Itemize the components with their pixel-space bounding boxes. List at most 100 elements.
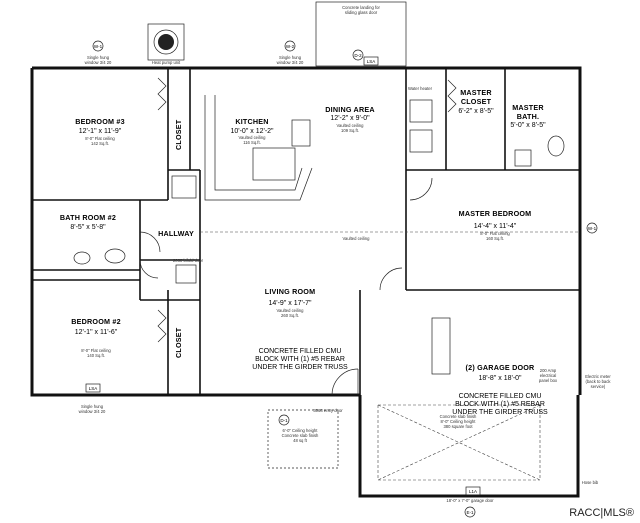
dining-ceiling: Vaulted ceiling <box>337 123 365 128</box>
electric-panel-3: panel box <box>539 378 558 383</box>
living-area: 260 Sq.ft. <box>281 313 299 318</box>
kitchen-ceiling: Vaulted ceiling <box>239 135 267 140</box>
concrete-landing: Concrete landing for sliding glass door <box>315 1 407 67</box>
garage-slab-note-2: 8'-0" Ceiling height <box>441 419 477 424</box>
window-note-left-2: window 3/4 20 <box>85 60 112 65</box>
tag-w2: W-2 <box>286 44 295 49</box>
porch-note-3: 48 sq ft <box>293 438 308 443</box>
exterior-walls <box>30 66 582 498</box>
cmu1-line2: BLOCK WITH (1) #5 REBAR <box>255 356 345 363</box>
mbedroom-dims: 14'-4" x 11'-4" <box>474 223 517 230</box>
garage-door-dimension: 18'-0" x 7'-0" garage door <box>446 498 494 503</box>
kitchen-name: KITCHEN <box>235 117 268 126</box>
closet-top-name: CLOSET <box>174 119 183 150</box>
water-heater-note: Water heater <box>408 86 433 91</box>
mbedroom-ceiling: 8'-0" Flat ceiling <box>480 231 510 236</box>
meter-note-1: Electric meter <box>585 374 611 379</box>
electric-panel-2: electrical <box>540 373 557 378</box>
tag-d1: D-1 <box>280 418 288 423</box>
dining-area: 109 Sq.ft. <box>341 128 359 133</box>
mcloset-name-2: CLOSET <box>461 97 492 106</box>
mls-watermark: RACC|MLS® <box>569 507 634 519</box>
cmu1-line1: CONCRETE FILLED CMU <box>259 348 342 355</box>
window-note-mid-1: Single hung <box>279 55 302 60</box>
mbedroom-name: MASTER BEDROOM <box>459 209 532 218</box>
room-bedroom3: BEDROOM #3 12'-1" x 11'-9" 8'-0" Flat ce… <box>75 117 125 146</box>
section-tags: LSA LSA L1A W-1 W-2 D-2 D-1 W-1 E-1 <box>85 40 598 518</box>
landing-note-2: sliding glass door <box>345 10 378 15</box>
room-master-bath: MASTER BATH. 5'-0" x 8'-5" <box>510 103 546 129</box>
cmu2-line1: CONCRETE FILLED CMU <box>459 393 542 400</box>
bedroom2-ceiling: 8'-0" Flat ceiling <box>81 348 111 353</box>
fixtures <box>73 99 565 375</box>
bedroom3-name: BEDROOM #3 <box>75 117 125 126</box>
window-note-bot-2: window 3/4 20 <box>79 409 106 414</box>
bedroom2-name: BEDROOM #2 <box>71 317 121 326</box>
cmu2-line2: BLOCK WITH (1) #5 REBAR <box>455 401 545 408</box>
tag-w1-right: W-1 <box>588 226 597 231</box>
mcloset-dims: 6'-2" x 8'-5" <box>458 108 494 115</box>
room-dining: DINING AREA 12'-2" x 9'-0" Vaulted ceili… <box>325 105 374 133</box>
cmu2-line3: UNDER THE GIRDER TRUSS <box>452 409 548 416</box>
dashed-lines <box>200 231 580 481</box>
living-ceiling: Vaulted ceiling <box>277 308 305 313</box>
room-garage: (2) GARAGE DOOR 18'-8" x 18'-0" <box>466 363 535 382</box>
closet-bottom-name: CLOSET <box>174 327 183 358</box>
hose-bib-note: Hose bib <box>582 480 599 485</box>
porch-note-2: Concrete slab finish <box>282 433 319 438</box>
tag-lsa-top: LSA <box>367 59 376 64</box>
bedroom2-area: 140 Sq.ft. <box>87 353 105 358</box>
porch-note-1: 6'-0" Ceiling height <box>283 428 319 433</box>
room-hallway: HALLWAY <box>158 229 194 238</box>
room-closets: CLOSET CLOSET <box>174 119 183 358</box>
bath2-name: BATH ROOM #2 <box>60 213 116 222</box>
room-bath2: BATH ROOM #2 8'-5" x 5'-8" <box>60 213 116 231</box>
bedroom3-dims: 12'-1" x 11'-9" <box>79 128 122 135</box>
dining-dims: 12'-2" x 9'-0" <box>330 115 370 122</box>
meter-note-2: (back to back <box>586 379 612 384</box>
closet-shelves <box>157 77 457 343</box>
garage-slab-note-1: Concrete slab finish <box>440 414 477 419</box>
heat-pump-label: Heat pump unit <box>152 60 181 65</box>
living-dims: 14'-9" x 17'-7" <box>268 300 312 307</box>
mbath-name-2: BATH. <box>517 112 539 121</box>
garage-dims: 18'-8" x 18'-0" <box>478 375 522 382</box>
cmu-note-garage: CONCRETE FILLED CMU BLOCK WITH (1) #5 RE… <box>452 393 548 416</box>
tag-w1-left: W-1 <box>94 44 103 49</box>
living-name: LIVING ROOM <box>265 287 316 296</box>
mbath-name-1: MASTER <box>512 103 544 112</box>
kitchen-area: 116 Sq.ft. <box>243 140 261 145</box>
kitchen-dims: 10'-0" x 12'-2" <box>230 128 274 135</box>
window-note-bot-1: Single hung <box>81 404 104 409</box>
bedroom2-dims: 12'-1" x 11'-6" <box>75 329 118 336</box>
room-bedroom2: BEDROOM #2 12'-1" x 11'-6" 8'-0" Flat ce… <box>71 317 121 358</box>
landing-note-1: Concrete landing for <box>342 5 380 10</box>
tag-e1: E-1 <box>466 510 474 515</box>
cmu1-line3: UNDER THE GIRDER TRUSS <box>252 364 348 371</box>
room-master-closet: MASTER CLOSET 6'-2" x 8'-5" <box>458 88 494 115</box>
garage-name: (2) GARAGE DOOR <box>466 363 535 372</box>
room-living: LIVING ROOM 14'-9" x 17'-7" Vaulted ceil… <box>265 287 316 318</box>
entry-door-note: 3068 entry door <box>313 408 343 413</box>
window-note-left-1: Single hung <box>87 55 110 60</box>
dining-name: DINING AREA <box>325 105 374 114</box>
mcloset-name-1: MASTER <box>460 88 492 97</box>
interior-walls <box>32 68 580 395</box>
mbath-dims: 5'-0" x 8'-5" <box>510 122 546 129</box>
misc-notes: Single hung window 3/4 20 Single hung wi… <box>79 55 612 503</box>
heat-pump-unit: Heat pump unit <box>147 23 185 65</box>
bedroom3-ceiling: 8'-0" Flat ceiling <box>85 136 115 141</box>
bath2-dims: 8'-5" x 5'-8" <box>70 224 106 231</box>
bedroom3-area: 142 Sq.ft. <box>91 141 109 146</box>
tag-l1a: L1A <box>469 489 477 494</box>
meter-note-3: service) <box>591 384 606 389</box>
vaulted-note: Vaulted ceiling <box>343 236 371 241</box>
room-master-bedroom: MASTER BEDROOM 14'-4" x 11'-4" 8'-0" Fla… <box>459 209 532 241</box>
tag-d2: D-2 <box>354 53 362 58</box>
linen-door-note: 2068 bifold door <box>173 258 204 263</box>
tag-lsa-bottom: LSA <box>89 386 98 391</box>
electric-panel-1: 200 Amp <box>540 368 557 373</box>
mbedroom-area: 160 Sq.ft. <box>486 236 504 241</box>
cmu-note-living: CONCRETE FILLED CMU BLOCK WITH (1) #5 RE… <box>252 348 348 371</box>
